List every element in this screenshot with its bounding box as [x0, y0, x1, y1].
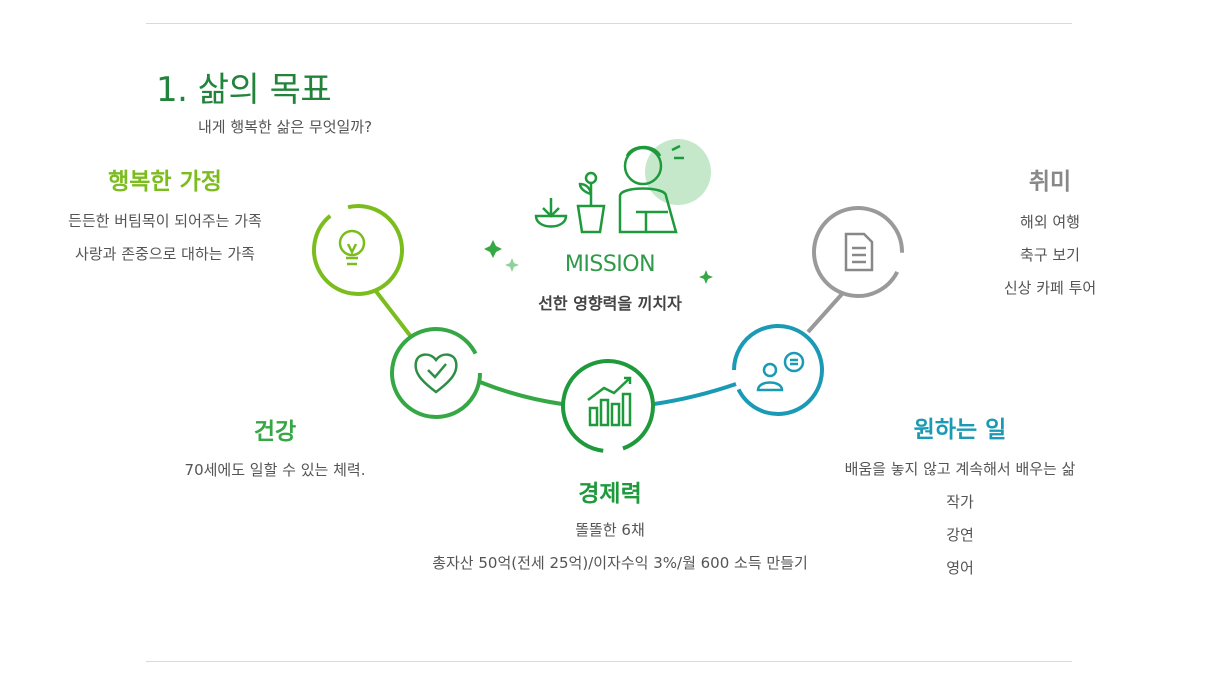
health-title: 건강 [253, 419, 297, 445]
page-title: 1. 삶의 목표 [156, 70, 332, 110]
connector-family-health [373, 288, 414, 340]
growth-chart-icon [587, 376, 632, 427]
family-line-2: 사랑과 존중으로 대하는 가족 [75, 245, 255, 263]
mission-label: MISSION [564, 252, 656, 277]
health-node [390, 327, 482, 419]
person-chat-icon [756, 351, 805, 392]
work-line-2: 작가 [946, 493, 974, 511]
lightbulb-icon [338, 229, 366, 266]
work-title: 원하는 일 [913, 417, 1007, 443]
wealth-line-2: 총자산 50억(전세 25억)/이자수익 3%/월 600 소득 만들기 [432, 554, 808, 572]
connector-work-hobby [806, 292, 844, 334]
document-icon [844, 232, 874, 272]
sparkle-icon [484, 240, 713, 284]
top-divider [146, 23, 1072, 24]
hobby-title: 취미 [1028, 169, 1072, 195]
wealth-node [561, 359, 655, 453]
work-line-3: 강연 [946, 526, 974, 544]
hobby-line-2: 축구 보기 [1020, 246, 1080, 264]
family-title: 행복한 가정 [108, 169, 222, 195]
hobby-line-1: 해외 여행 [1020, 213, 1080, 231]
bottom-divider [146, 661, 1072, 662]
connector-health-wealth [479, 380, 563, 406]
hobby-line-3: 신상 카페 투어 [1003, 279, 1097, 297]
wealth-line-1: 똘똘한 6채 [575, 521, 645, 539]
wealth-title: 경제력 [578, 481, 642, 507]
connector-wealth-work [653, 382, 737, 406]
page-subtitle: 내게 행복한 삶은 무엇일까? [198, 118, 373, 136]
work-line-1: 배움을 놓지 않고 계속해서 배우는 삶 [844, 460, 1076, 478]
health-line-1: 70세에도 일할 수 있는 체력. [184, 461, 366, 479]
family-node [312, 204, 404, 296]
mission-text: 선한 영향력을 끼치자 [538, 294, 682, 313]
work-line-4: 영어 [946, 559, 974, 577]
heart-check-icon [414, 353, 458, 394]
hobby-node [811, 206, 904, 298]
mission-illustration [484, 139, 713, 284]
family-line-1: 든든한 버팀목이 되어주는 가족 [68, 212, 262, 230]
work-node [732, 324, 824, 416]
